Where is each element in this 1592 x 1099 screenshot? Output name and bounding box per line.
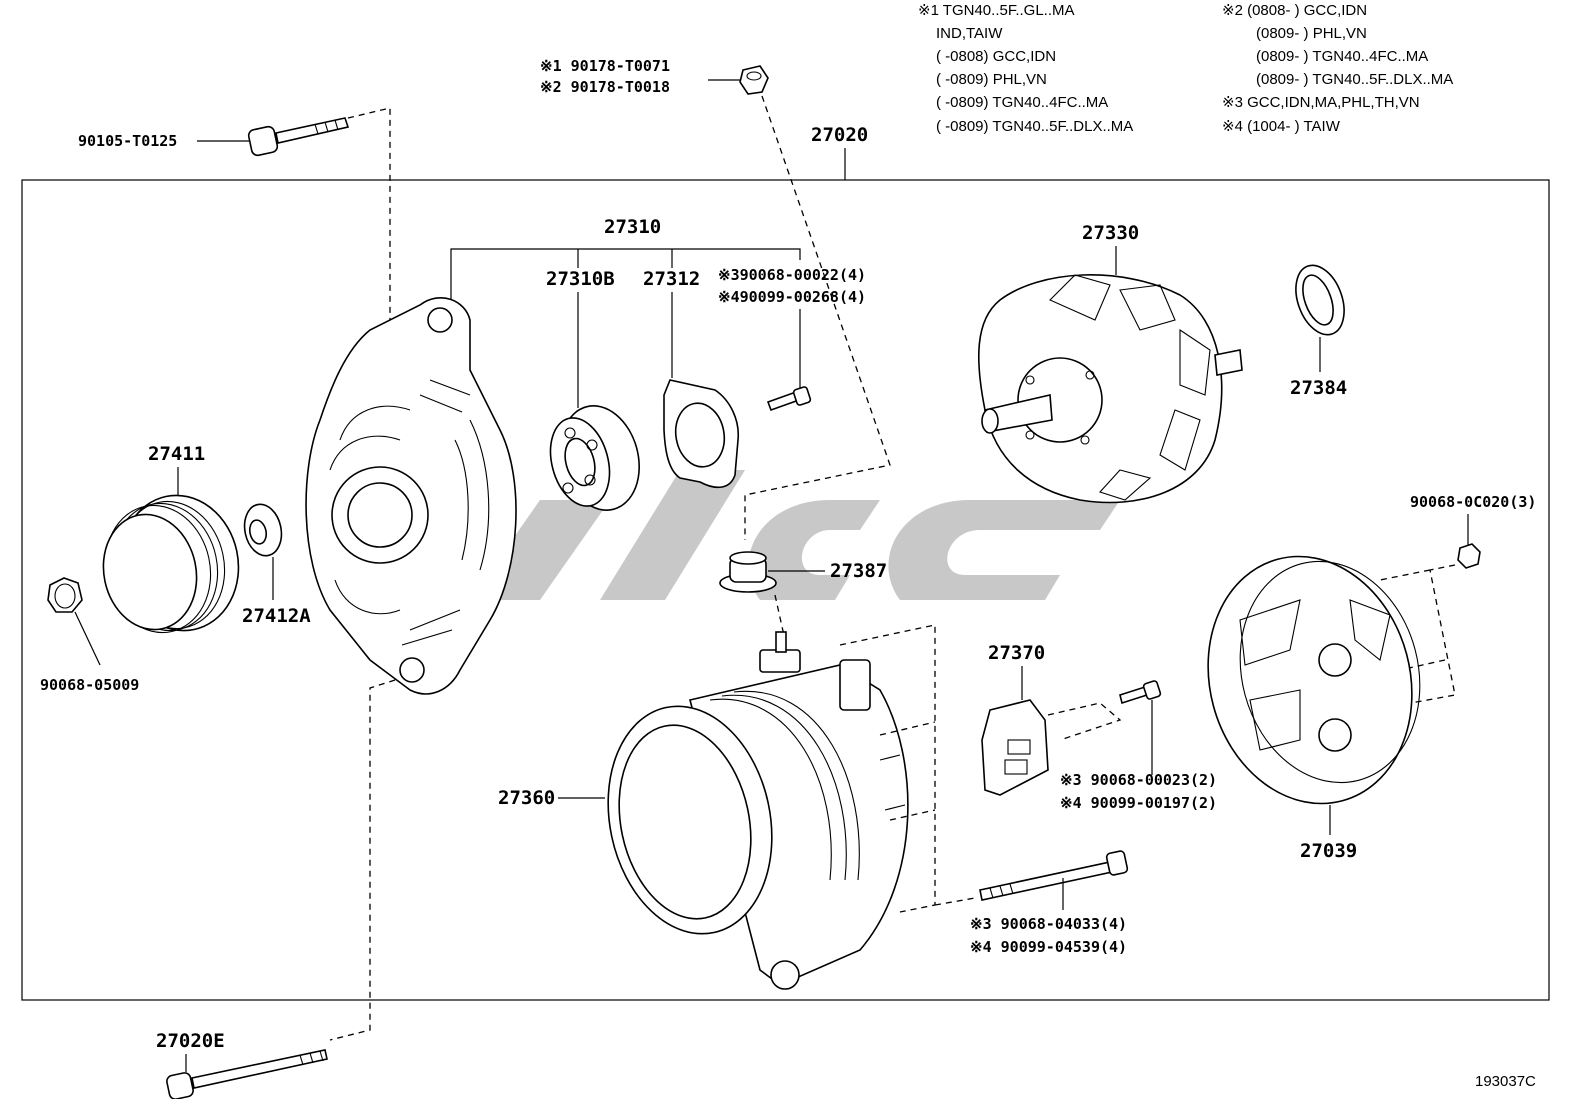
- label-27384: 27384: [1290, 377, 1347, 399]
- rotor-27330: [977, 274, 1243, 504]
- label-27020E: 27020E: [156, 1030, 225, 1052]
- svg-text:※1 TGN40..5F..GL..MA: ※1 TGN40..5F..GL..MA: [918, 2, 1075, 19]
- label-27330: 27330: [1082, 222, 1139, 244]
- rear-cover-27039: [1207, 555, 1421, 805]
- bolt-90105-T0125: [247, 117, 350, 157]
- label-90099-00268: ※490099-00268(4): [718, 288, 866, 306]
- svg-text:( -0808) GCC,IDN: ( -0808) GCC,IDN: [936, 48, 1056, 65]
- notes-left: ※1 TGN40..5F..GL..MA IND,TAIW ( -0808) G…: [918, 2, 1133, 135]
- svg-text:※3 GCC,IDN,MA,PHL,TH,VN: ※3 GCC,IDN,MA,PHL,TH,VN: [1222, 94, 1420, 111]
- label-27411: 27411: [148, 443, 205, 465]
- retainer-plate-27312: [663, 379, 740, 489]
- bearing-27310B: [549, 405, 640, 511]
- svg-text:※2 (0808- ) GCC,IDN: ※2 (0808- ) GCC,IDN: [1222, 2, 1367, 19]
- label-27360: 27360: [498, 787, 555, 809]
- svg-text:( -0809) TGN40..5F..DLX..MA: ( -0809) TGN40..5F..DLX..MA: [936, 118, 1133, 135]
- label-90068-04033: ※3 90068-04033(4): [970, 915, 1127, 933]
- label-90099-00197: ※4 90099-00197(2): [1060, 794, 1217, 812]
- label-90068-0C020: 90068-0C020(3): [1410, 493, 1536, 511]
- bolt-27020E: [166, 1049, 328, 1099]
- nut-90178: [739, 65, 769, 95]
- label-90178-T0071: ※1 90178-T0071: [540, 57, 670, 75]
- nut-90068-0C020: [1457, 543, 1481, 569]
- bolt-90068-04033: [979, 850, 1129, 901]
- label-27312: 27312: [643, 268, 700, 290]
- drive-end-frame: [305, 296, 517, 695]
- svg-text:(0809- ) TGN40..5F..DLX..M: (0809- ) TGN40..5F..DLX..MA: [1256, 71, 1453, 88]
- screw-90068-00022: [766, 386, 812, 412]
- svg-text:※4 (1004- ) TAIW: ※4 (1004- ) TAIW: [1222, 118, 1341, 135]
- label-90105-T0125: 90105-T0125: [78, 132, 177, 150]
- assembly-frame: [21, 179, 1550, 1001]
- svg-text:(0809- ) PHL,VN: (0809- ) PHL,VN: [1256, 25, 1367, 42]
- stator-housing-27360: [607, 631, 909, 990]
- label-90099-04539: ※4 90099-04539(4): [970, 938, 1127, 956]
- ring-27384: [1295, 264, 1345, 336]
- nut-90068-05009: [47, 577, 83, 613]
- brush-holder-27370: [981, 699, 1049, 796]
- label-27412A: 27412A: [242, 605, 311, 627]
- label-27387: 27387: [830, 560, 887, 582]
- diagram-id: 193037C: [1475, 1073, 1536, 1090]
- label-27039: 27039: [1300, 840, 1357, 862]
- label-90068-05009: 90068-05009: [40, 676, 139, 694]
- notes-right: ※2 (0808- ) GCC,IDN (0809- ) PHL,VN (080…: [1222, 2, 1453, 135]
- bush-27387: [719, 551, 777, 593]
- svg-text:(0809- ) TGN40..4FC..MA: (0809- ) TGN40..4FC..MA: [1256, 48, 1428, 65]
- svg-text:( -0809) PHL,VN: ( -0809) PHL,VN: [936, 71, 1047, 88]
- label-27370: 27370: [988, 642, 1045, 664]
- screw-90068-00023: [1119, 680, 1162, 705]
- label-27310: 27310: [604, 216, 661, 238]
- pulley-27411: [102, 494, 240, 634]
- svg-text:IND,TAIW: IND,TAIW: [936, 25, 1003, 42]
- label-90068-00023: ※3 90068-00023(2): [1060, 771, 1217, 789]
- spacer-27412A: [243, 503, 283, 557]
- label-27310B: 27310B: [546, 268, 615, 290]
- label-90068-00022: ※390068-00022(4): [718, 266, 866, 284]
- svg-text:( -0809) TGN40..4FC..MA: ( -0809) TGN40..4FC..MA: [936, 94, 1108, 111]
- label-27020: 27020: [811, 124, 868, 146]
- label-90178-T0018: ※2 90178-T0018: [540, 78, 670, 96]
